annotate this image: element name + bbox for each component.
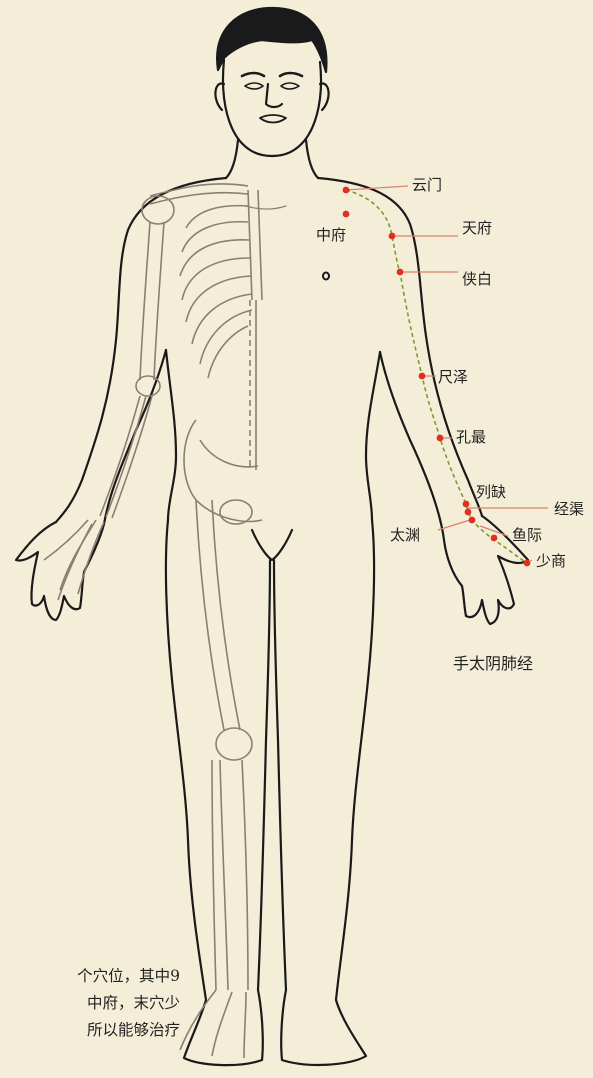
- point-xiabai: [397, 269, 404, 276]
- label-taiyuan: 太渊: [390, 528, 420, 543]
- label-shaoshang: 少商: [536, 554, 566, 569]
- point-yuji: [491, 535, 498, 542]
- point-tianfu: [389, 233, 396, 240]
- point-taiyuan: [469, 517, 476, 524]
- caption-text: 个穴位，其中9 中府，末穴少 所以能够治疗: [0, 963, 186, 1044]
- label-yunmen: 云门: [412, 178, 442, 193]
- skeleton-overlay: [44, 184, 262, 1058]
- point-chize: [419, 373, 426, 380]
- point-jingqu: [465, 509, 472, 516]
- point-lieque: [463, 501, 470, 508]
- point-yunmen: [343, 187, 350, 194]
- label-xiabai: 侠白: [462, 272, 492, 287]
- label-zhongfu: 中府: [316, 228, 346, 243]
- label-yuji: 鱼际: [512, 528, 542, 543]
- caption-line: 所以能够治疗: [0, 1017, 180, 1044]
- label-tianfu: 天府: [462, 221, 492, 236]
- point-shaoshang: [524, 560, 531, 567]
- label-chize: 尺泽: [438, 370, 468, 385]
- point-kongzui: [437, 435, 444, 442]
- body-outline: [16, 8, 528, 1065]
- label-kongzui: 孔最: [456, 430, 486, 445]
- meridian-title: 手太阴肺经: [453, 650, 533, 674]
- caption-line: 中府，末穴少: [0, 990, 180, 1017]
- point-zhongfu: [343, 211, 350, 218]
- label-jingqu: 经渠: [554, 502, 584, 517]
- label-lieque: 列缺: [476, 485, 506, 500]
- caption-line: 个穴位，其中9: [0, 963, 180, 990]
